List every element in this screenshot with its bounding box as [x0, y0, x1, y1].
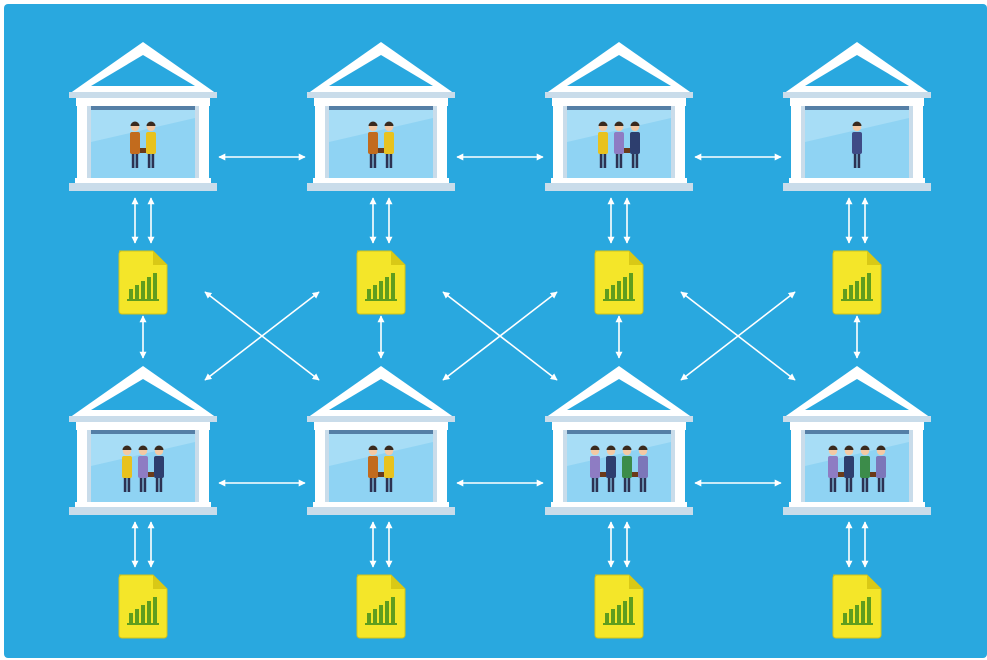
person-icon: [860, 445, 876, 492]
bank-building-icon: [69, 42, 217, 191]
ledger-document-chart-icon: [594, 250, 644, 315]
bank-building-icon: [307, 42, 455, 191]
person-icon: [130, 121, 146, 168]
person-icon: [368, 121, 384, 168]
person-icon: [606, 445, 616, 492]
person-icon: [146, 121, 156, 168]
ledgers-layer: [118, 250, 882, 639]
connector-diagonal: [442, 291, 558, 381]
ledger-document-chart-icon: [118, 250, 168, 315]
bank-building-icon: [307, 366, 455, 515]
bank-building-icon: [545, 42, 693, 191]
ledger-document-chart-icon: [832, 250, 882, 315]
person-icon: [828, 445, 844, 492]
ledger-document-chart-icon: [118, 574, 168, 639]
person-icon: [852, 121, 862, 168]
bank-node-8: [783, 366, 931, 515]
bank-building-icon: [783, 42, 931, 191]
bank-node-6: [307, 366, 455, 515]
person-icon: [154, 445, 164, 492]
person-icon: [138, 445, 154, 492]
bank-node-1: [69, 42, 217, 191]
bank-building-icon: [545, 366, 693, 515]
person-icon: [638, 445, 648, 492]
bank-building-icon: [69, 366, 217, 515]
person-icon: [368, 445, 384, 492]
connector-diagonal: [204, 291, 320, 381]
person-icon: [614, 121, 630, 168]
person-icon: [598, 121, 608, 168]
bank-building-icon: [783, 366, 931, 515]
bank-node-5: [69, 366, 217, 515]
person-icon: [630, 121, 640, 168]
connectors-layer: [131, 153, 869, 568]
person-icon: [384, 121, 394, 168]
person-icon: [384, 445, 394, 492]
bank-node-3: [545, 42, 693, 191]
bank-node-4: [783, 42, 931, 191]
bank-node-2: [307, 42, 455, 191]
person-icon: [622, 445, 638, 492]
person-icon: [590, 445, 606, 492]
person-icon: [122, 445, 132, 492]
ledger-document-chart-icon: [356, 574, 406, 639]
nodes-layer: [69, 42, 931, 515]
ledger-document-chart-icon: [356, 250, 406, 315]
bank-node-7: [545, 366, 693, 515]
ledger-document-chart-icon: [832, 574, 882, 639]
connector-diagonal: [680, 291, 796, 381]
person-icon: [876, 445, 886, 492]
ledger-document-chart-icon: [594, 574, 644, 639]
person-icon: [844, 445, 854, 492]
